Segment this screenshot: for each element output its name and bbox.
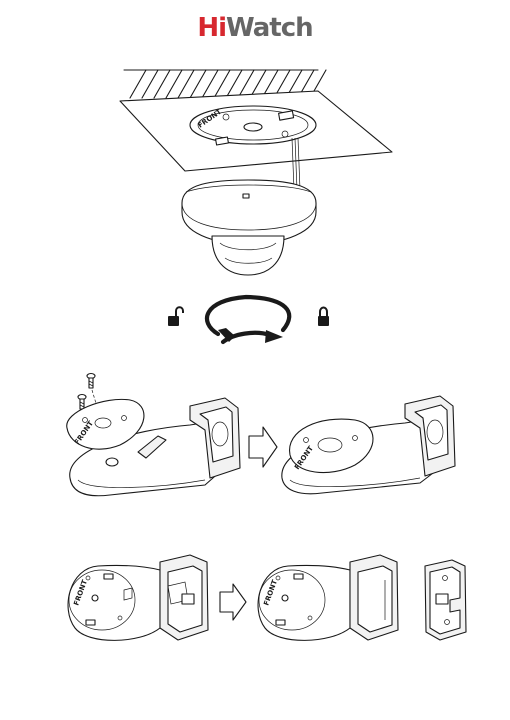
brand-logo-watch: Watch (226, 13, 313, 43)
lock-icon (318, 308, 329, 327)
hatch-stroke (190, 70, 206, 98)
bracket-cover-figure: FRONT FRONT (0, 545, 510, 645)
bracket-screw-figure: FRONT FRONT (0, 360, 510, 510)
hatch-stroke (214, 70, 230, 98)
dome-camera-body (182, 180, 316, 275)
hatch-stroke (226, 70, 242, 98)
ceiling-mount-figure: FRONT (0, 60, 510, 290)
hatch-stroke (202, 70, 218, 98)
hatch-stroke (130, 70, 146, 98)
removed-cover (425, 560, 466, 640)
hatch-stroke (142, 70, 158, 98)
bracket-left: FRONT (67, 398, 240, 496)
hatch-stroke (154, 70, 170, 98)
bracket-top-right: FRONT (258, 555, 398, 640)
arrow-right-icon (220, 584, 246, 620)
bracket-right: FRONT (282, 396, 455, 494)
screw-icon (87, 374, 95, 389)
unlock-icon (168, 307, 183, 326)
rotate-arrow-icon (207, 297, 289, 343)
brand-logo-hi: Hi (197, 13, 226, 43)
bracket-top-left: FRONT (68, 555, 208, 640)
hatch-stroke (178, 70, 194, 98)
rotation-figure (0, 280, 510, 350)
hatch-stroke (238, 70, 254, 98)
screw-icon (78, 395, 86, 410)
arrow-right-icon (249, 427, 277, 467)
brand-logo: HiWatch (0, 10, 510, 46)
hatch-stroke (166, 70, 182, 98)
